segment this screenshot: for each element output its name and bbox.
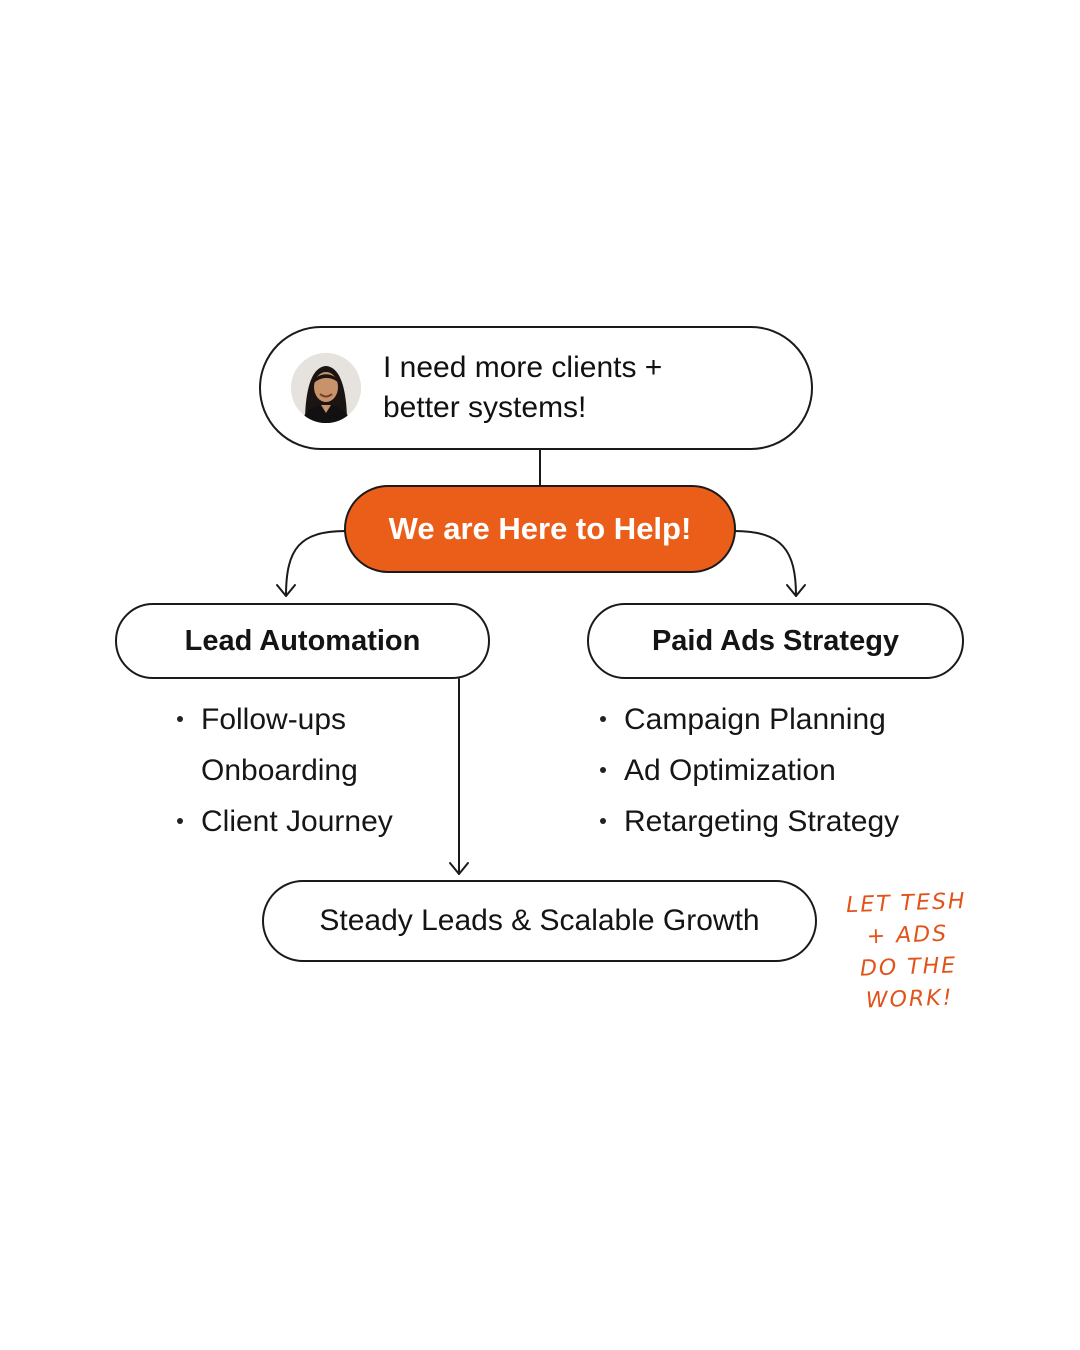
bullet-icon [177, 716, 183, 722]
bullet-icon [600, 818, 606, 824]
question-line-1: I need more clients + [383, 351, 663, 384]
bullet-icon [600, 767, 606, 773]
help-badge: We are Here to Help! [344, 485, 736, 573]
list-item: Campaign Planning [600, 694, 899, 745]
list-item: Ad Optimization [600, 745, 899, 796]
lead-automation-node: Lead Automation [115, 603, 490, 679]
note-line-1: LET TESH [845, 888, 967, 919]
arrow-right-head [786, 584, 806, 597]
list-item: Follow-ups [177, 694, 393, 745]
arrow-right-curve [733, 530, 797, 597]
note-line-3: DO THE WORK! [859, 953, 958, 1014]
bullet-icon [600, 716, 606, 722]
list-item-label: Client Journey [201, 805, 393, 838]
question-bubble: I need more clients + better systems! [259, 326, 813, 450]
arrow-down-head [449, 862, 469, 875]
list-item: Client Journey [177, 796, 393, 847]
list-item-label: Follow-ups [201, 703, 347, 736]
list-item: Onboarding [177, 745, 393, 796]
outcome-node: Steady Leads & Scalable Growth [262, 880, 817, 962]
outcome-label: Steady Leads & Scalable Growth [319, 904, 760, 937]
list-item-label: Onboarding [201, 754, 358, 787]
bullet-icon [177, 818, 183, 824]
list-item-label: Retargeting Strategy [624, 805, 900, 838]
paid-ads-title: Paid Ads Strategy [651, 624, 900, 657]
question-line-2: better systems! [383, 391, 587, 424]
lead-automation-list: Follow-ups Onboarding Client Journey [177, 694, 393, 847]
arrow-left-curve [285, 530, 347, 597]
paid-ads-node: Paid Ads Strategy [587, 603, 964, 679]
list-item-label: Ad Optimization [624, 754, 836, 787]
list-item: Retargeting Strategy [600, 796, 899, 847]
lead-automation-title: Lead Automation [184, 624, 421, 657]
arrow-left-head [276, 584, 296, 597]
handwritten-note: LET TESH + ADS DO THE WORK! [826, 885, 990, 1019]
paid-ads-list: Campaign Planning Ad Optimization Retarg… [600, 694, 899, 847]
list-item-label: Campaign Planning [624, 703, 886, 736]
help-label: We are Here to Help! [388, 511, 692, 546]
avatar [291, 353, 361, 423]
person-avatar-icon [291, 353, 361, 423]
